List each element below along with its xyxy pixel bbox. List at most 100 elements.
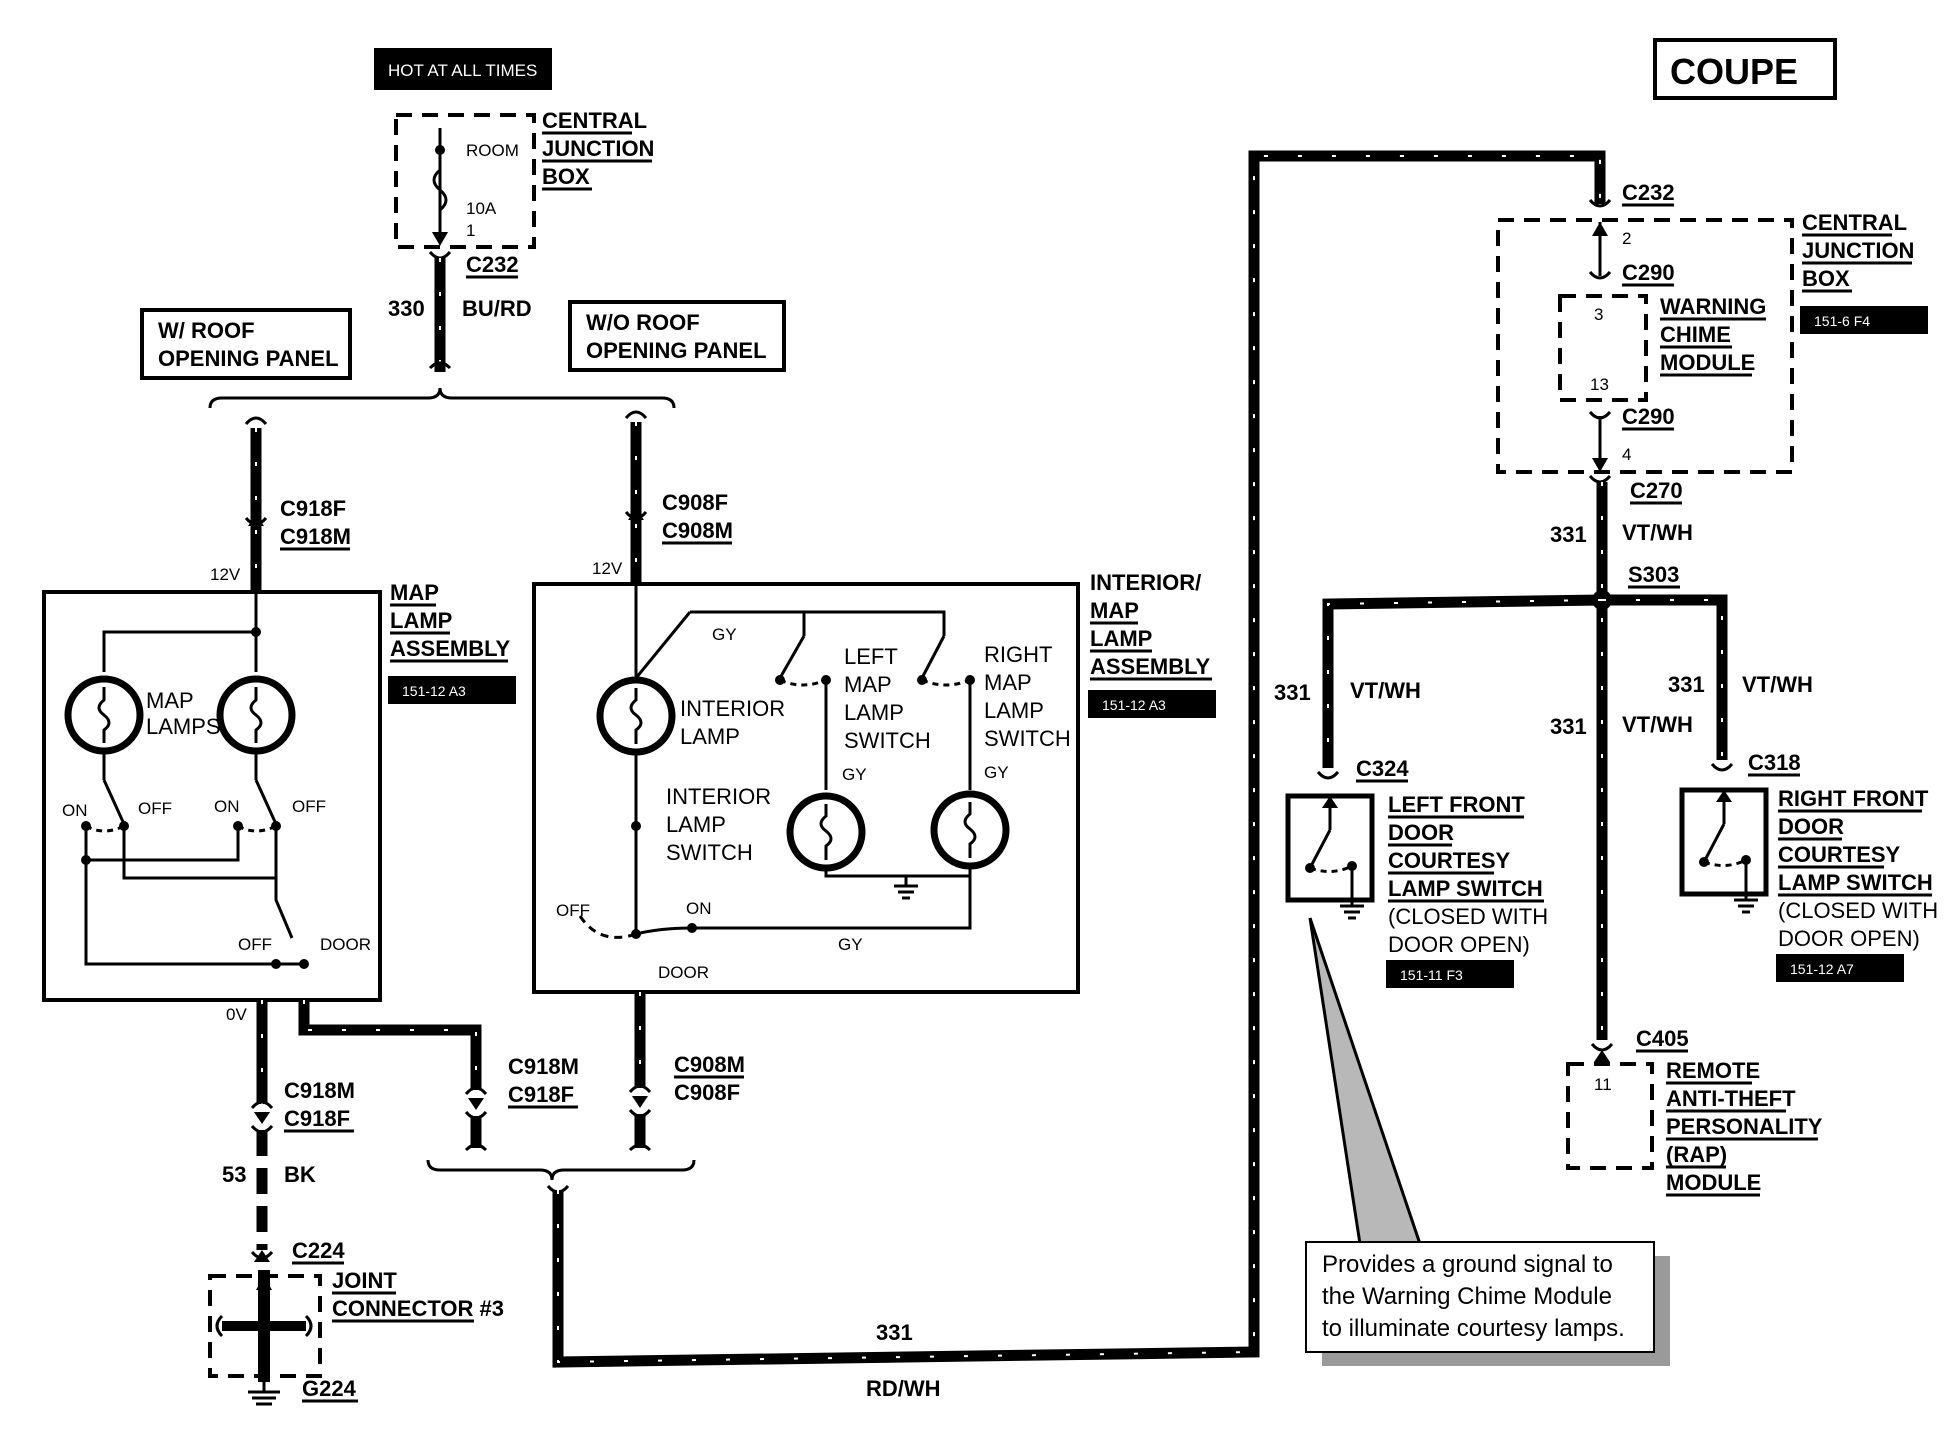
- cjb-right-conn-out: C270: [1630, 478, 1683, 503]
- cjb-right-ref: 151-6 F4: [1814, 313, 1870, 329]
- cjb-right-conn-top: C232: [1622, 180, 1675, 205]
- callout-box: [1305, 1241, 1655, 1353]
- left-switch-3: LAMP: [844, 700, 904, 725]
- cjb-right-ref-tag: [1800, 306, 1928, 334]
- map-name-3: ASSEMBLY: [390, 636, 511, 661]
- option-brace-bottom: [426, 1159, 696, 1181]
- int-gy-top: GY: [712, 625, 737, 644]
- hot-at-all-times-banner: [374, 48, 552, 90]
- cjb-right-name-3: BOX: [1802, 266, 1850, 291]
- left-switch-2: MAP: [844, 672, 892, 697]
- map-conn-bl-1: C918M: [284, 1078, 355, 1103]
- without-roof-label-1: W/O ROOF: [586, 310, 700, 335]
- joint-name-2: CONNECTOR #3: [332, 1296, 504, 1321]
- int-name-1: INTERIOR/: [1090, 570, 1201, 595]
- without-roof-box: [568, 300, 786, 372]
- map-ref-tag: [388, 676, 516, 704]
- left-door-name-3: COURTESY: [1388, 848, 1511, 873]
- left-door-name-2: DOOR: [1388, 820, 1454, 845]
- left-door-note-1: (CLOSED WITH: [1388, 904, 1548, 929]
- int-switch-label-2: LAMP: [666, 812, 726, 837]
- rap-name-4: (RAP): [1666, 1142, 1727, 1167]
- int-conn-bottom-1: C908M: [674, 1052, 745, 1077]
- right-switch-3: LAMP: [984, 698, 1044, 723]
- rap-name-5: MODULE: [1666, 1170, 1761, 1195]
- cjb-right-name-1: CENTRAL: [1802, 210, 1907, 235]
- map-lamps-label-2: LAMPS: [146, 714, 221, 739]
- callout-line-3: to illuminate courtesy lamps.: [1322, 1315, 1625, 1342]
- fuse-rating: 10A: [466, 199, 497, 218]
- right-gy: GY: [984, 763, 1009, 782]
- int-name-4: ASSEMBLY: [1090, 654, 1211, 679]
- chime-name-2: CHIME: [1660, 322, 1731, 347]
- map-off-door: OFF: [238, 935, 272, 954]
- right-door-wire-color: VT/WH: [1742, 672, 1813, 697]
- int-conn-bottom-2: C908F: [674, 1080, 740, 1105]
- center-wire-color: VT/WH: [1622, 712, 1693, 737]
- left-gy: GY: [842, 765, 867, 784]
- map-conn-br-2: C918F: [508, 1082, 574, 1107]
- ground-connector: C224: [292, 1238, 345, 1263]
- cjb-top-name-2: JUNCTION: [542, 136, 654, 161]
- int-voltage: 12V: [592, 559, 623, 578]
- callout-line-1: Provides a ground signal to: [1322, 1251, 1613, 1278]
- right-door-ref-tag: [1776, 954, 1904, 982]
- map-on-left: ON: [62, 801, 88, 820]
- main-wire-color: VT/WH: [1622, 520, 1693, 545]
- warning-chime-module-box: [1558, 294, 1648, 402]
- map-conn-bl-2: C918F: [284, 1106, 350, 1131]
- cjb-right-pin-bottom: 4: [1622, 445, 1631, 464]
- cjb-right-pin-top: 2: [1622, 229, 1631, 248]
- cjb-top-name-3: BOX: [542, 164, 590, 189]
- wire-331-right-branch: [1602, 594, 1728, 760]
- without-roof-label-2: OPENING PANEL: [586, 338, 767, 363]
- coupe-tag-box: [1653, 38, 1837, 100]
- rap-module-box: [1566, 1062, 1654, 1170]
- wire-331-bottom-number: 331: [876, 1320, 913, 1345]
- wire-map-door: [298, 1000, 482, 1090]
- left-door-name-1: LEFT FRONT: [1388, 792, 1525, 817]
- right-switch-4: SWITCH: [984, 726, 1071, 751]
- rap-connector: C405: [1636, 1026, 1689, 1051]
- cjb-top-box: [394, 113, 536, 249]
- map-lamp-assembly-box: [42, 590, 382, 1002]
- int-conn-top-1: C908F: [662, 490, 728, 515]
- left-door-ref-tag: [1386, 960, 1514, 988]
- map-bottom-voltage: 0V: [226, 1005, 247, 1024]
- map-conn-br-1: C918M: [508, 1054, 579, 1079]
- map-voltage: 12V: [210, 565, 241, 584]
- map-lamps-label-1: MAP: [146, 688, 194, 713]
- right-door-name-2: DOOR: [1778, 814, 1844, 839]
- fuse-pin: 1: [466, 221, 475, 240]
- ground-id: G224: [302, 1376, 357, 1401]
- map-ref: 151-12 A3: [402, 683, 466, 699]
- rap-name-3: PERSONALITY: [1666, 1114, 1823, 1139]
- chime-name-3: MODULE: [1660, 350, 1755, 375]
- cjb-right-conn-low: C290: [1622, 404, 1675, 429]
- cjb-right-box: [1496, 218, 1794, 474]
- map-name-2: LAMP: [390, 608, 452, 633]
- splice-label: S303: [1628, 562, 1679, 587]
- main-wire-number: 331: [1550, 522, 1587, 547]
- chime-pin-bottom: 13: [1590, 375, 1609, 394]
- map-door: DOOR: [320, 935, 371, 954]
- cjb-top-connector: C232: [466, 252, 519, 277]
- chime-name-1: WARNING: [1660, 294, 1766, 319]
- wire-53-number: 53: [222, 1162, 246, 1187]
- int-name-2: MAP: [1090, 598, 1139, 623]
- rap-name-2: ANTI-THEFT: [1666, 1086, 1796, 1111]
- int-switch-label-3: SWITCH: [666, 840, 753, 865]
- wire-331-bottom-color: RD/WH: [866, 1376, 941, 1401]
- int-ref: 151-12 A3: [1102, 697, 1166, 713]
- right-switch-2: MAP: [984, 670, 1032, 695]
- right-door-note-1: (CLOSED WITH: [1778, 898, 1938, 923]
- int-name-3: LAMP: [1090, 626, 1152, 651]
- int-gy-bottom: GY: [838, 935, 863, 954]
- callout-line-2: the Warning Chime Module: [1322, 1283, 1612, 1310]
- with-roof-label-2: OPENING PANEL: [158, 346, 339, 371]
- fuse-icon: [432, 168, 448, 212]
- int-switch-label-1: INTERIOR: [666, 784, 771, 809]
- int-lamp-label-1: INTERIOR: [680, 696, 785, 721]
- int-off: OFF: [556, 901, 590, 920]
- wire-53-color: BK: [284, 1162, 316, 1187]
